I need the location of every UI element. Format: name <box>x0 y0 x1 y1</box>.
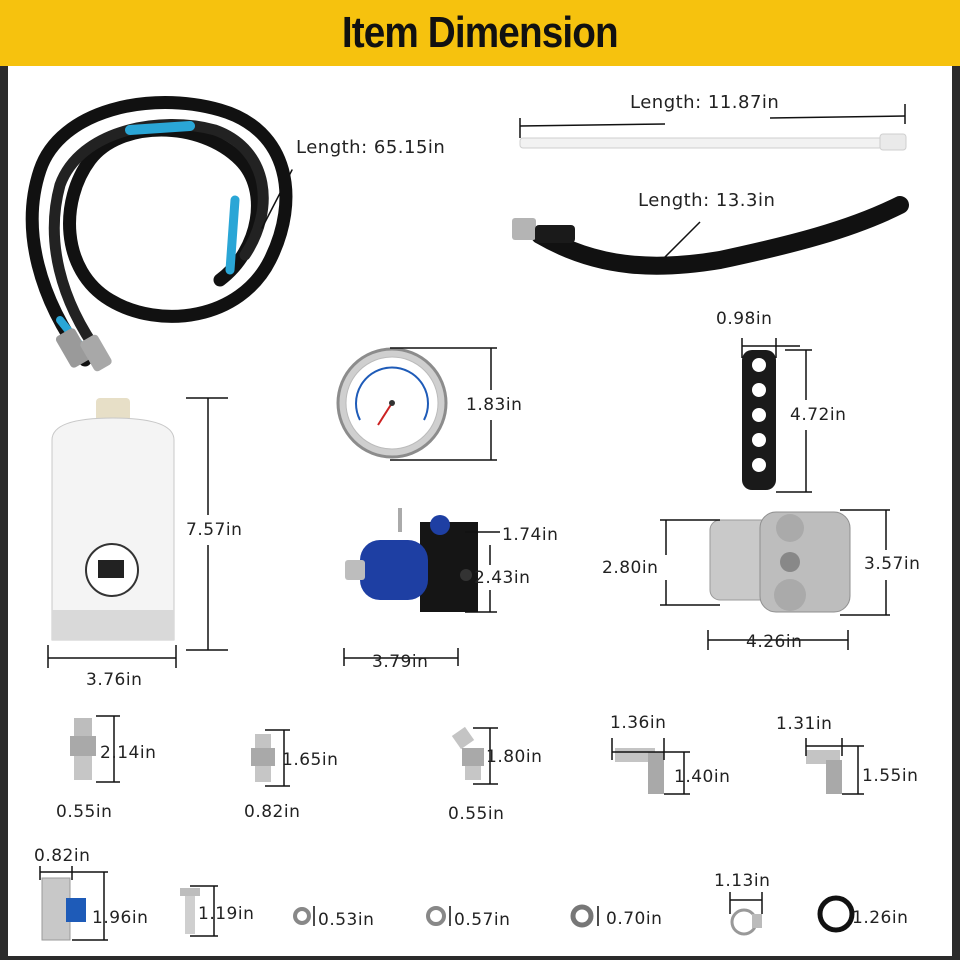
filter-head-right-label: 3.57in <box>864 554 921 574</box>
fittings-row-image <box>70 715 864 795</box>
regulator-image <box>343 508 500 666</box>
fitting3-height-label: 1.80in <box>486 747 543 767</box>
oring-label: 1.26in <box>852 908 909 928</box>
elbow2-width-label: 1.31in <box>776 714 833 734</box>
filter-image <box>47 397 228 668</box>
filter-width-label: 3.76in <box>86 670 143 690</box>
short-hose-image <box>512 196 909 275</box>
regulator-top-label: 1.74in <box>502 525 559 545</box>
elbow1-height-label: 1.40in <box>674 767 731 787</box>
bracket-image <box>741 338 812 493</box>
regulator-width-label: 3.79in <box>372 652 429 672</box>
regulator-height-label: 2.43in <box>474 568 531 588</box>
hose-short-length-label: Length: 13.3in <box>638 190 776 211</box>
fitting2-height-label: 1.65in <box>282 750 339 770</box>
gauge-diameter-label: 1.83in <box>466 395 523 415</box>
fitting1-height-label: 2.14in <box>100 743 157 763</box>
long-hose-image <box>25 96 293 372</box>
clamp-width-label: 1.13in <box>714 871 771 891</box>
gauge-image <box>336 347 497 461</box>
elbow1-width-label: 1.36in <box>610 713 667 733</box>
elbow2-height-label: 1.55in <box>862 766 919 786</box>
bolt-length-label: 1.19in <box>198 904 255 924</box>
filter-head-left-label: 2.80in <box>602 558 659 578</box>
valve-height-label: 1.96in <box>92 908 149 928</box>
hose-long-length-label: Length: 65.15in <box>296 137 446 158</box>
title-banner: Item Dimension <box>0 0 960 66</box>
washer1-label: 0.53in <box>318 910 375 930</box>
page-title: Item Dimension <box>342 8 619 57</box>
filter-head-image <box>660 509 890 650</box>
washer3-label: 0.70in <box>606 909 663 929</box>
zip-tie-length-label: Length: 11.87in <box>630 92 780 113</box>
filter-head-width-label: 4.26in <box>746 632 803 652</box>
bottom-row-image <box>39 866 855 941</box>
fitting2-width-label: 0.82in <box>244 802 301 822</box>
bracket-height-label: 4.72in <box>790 405 847 425</box>
fitting1-width-label: 0.55in <box>56 802 113 822</box>
bracket-width-label: 0.98in <box>716 309 773 329</box>
valve-width-label: 0.82in <box>34 846 91 866</box>
washer2-label: 0.57in <box>454 910 511 930</box>
filter-height-label: 7.57in <box>186 520 243 540</box>
zip-tie-image <box>519 104 907 151</box>
fitting3-width-label: 0.55in <box>448 804 505 824</box>
